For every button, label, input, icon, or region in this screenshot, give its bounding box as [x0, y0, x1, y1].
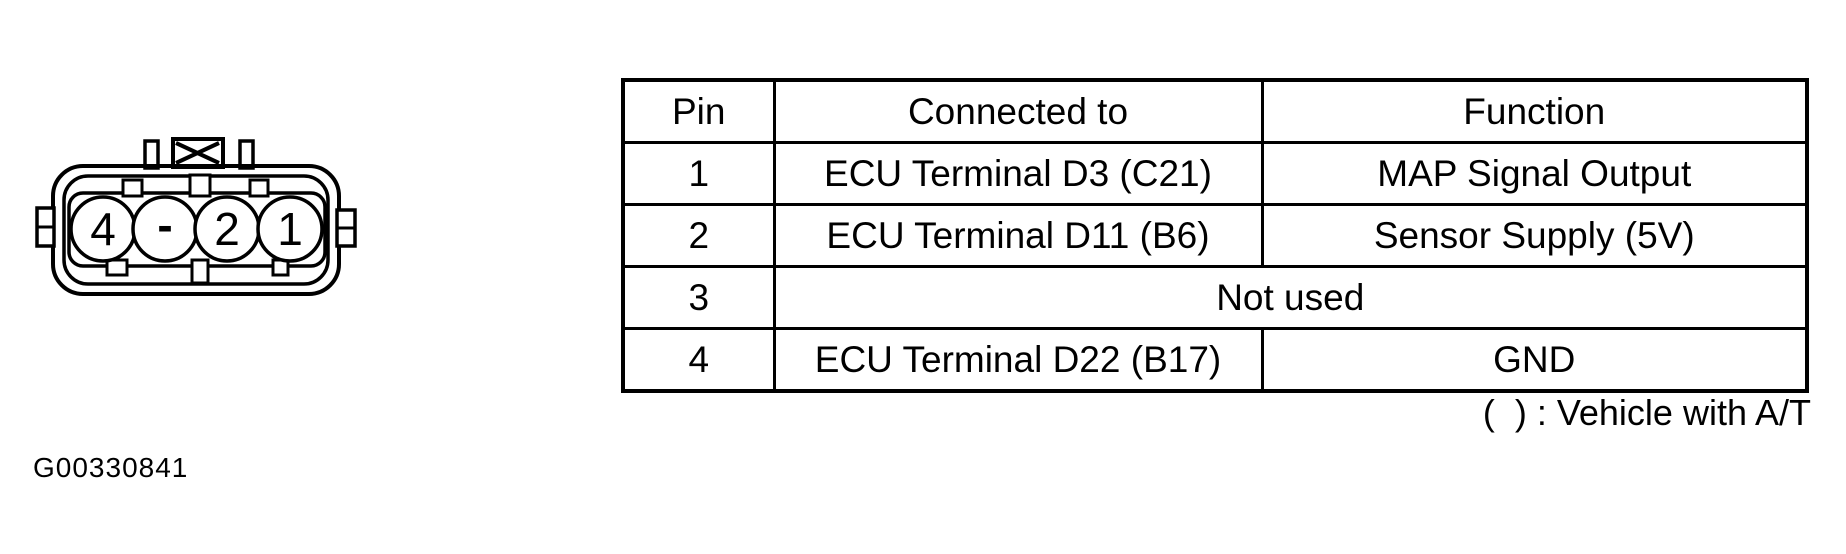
- table-row-pin-1: 1 ECU Terminal D3 (C21) MAP Signal Outpu…: [621, 141, 1809, 206]
- table-row-pin-3: 3 Not used: [621, 265, 1809, 330]
- cell-pin: 4: [621, 327, 776, 393]
- table-header-row: Pin Connected to Function: [621, 78, 1809, 144]
- cell-function: Sensor Supply (5V): [1260, 203, 1809, 268]
- figure-id: G00330841: [33, 452, 189, 483]
- pin-number-1: 1: [277, 203, 303, 255]
- pinout-table: Pin Connected to Function 1 ECU Terminal…: [621, 78, 1809, 393]
- cell-connected-to: ECU Terminal D11 (B6): [772, 203, 1264, 268]
- pin-circle-1: [256, 195, 324, 263]
- cell-connected-to: ECU Terminal D3 (C21): [772, 141, 1264, 206]
- cell-connected-to: ECU Terminal D22 (B17): [772, 327, 1264, 393]
- latch-cross-icon: [175, 141, 220, 165]
- table-row-pin-2: 2 ECU Terminal D11 (B6) Sensor Supply (5…: [621, 203, 1809, 268]
- cell-function: MAP Signal Output: [1260, 141, 1809, 206]
- keying-tab-top-left: [121, 178, 144, 198]
- col-header-pin: Pin: [621, 78, 776, 144]
- caption-note: ( ) : Vehicle with A/T: [1482, 392, 1811, 433]
- connector-svg: 4 - 2 1: [35, 137, 357, 296]
- keying-tab-bottom-center: [190, 258, 210, 285]
- col-header-function: Function: [1260, 78, 1809, 144]
- table-row-pin-4: 4 ECU Terminal D22 (B17) GND: [621, 327, 1809, 393]
- pin-number-dash: -: [157, 199, 172, 251]
- pin-number-4: 4: [90, 203, 116, 255]
- cell-not-used: Not used: [772, 265, 1809, 330]
- keying-tab-top-center: [188, 173, 212, 198]
- cell-function: GND: [1260, 327, 1809, 393]
- cell-pin: 3: [621, 265, 776, 330]
- connector-diagram: 4 - 2 1: [25, 103, 365, 308]
- latch-side-tab-right: [238, 139, 255, 170]
- pin-number-2: 2: [214, 203, 240, 255]
- cell-pin: 1: [621, 141, 776, 206]
- keying-tab-bottom-left: [105, 258, 129, 277]
- col-header-connected-to: Connected to: [772, 78, 1264, 144]
- keying-tab-top-right: [248, 178, 270, 198]
- cell-pin: 2: [621, 203, 776, 268]
- latch-side-tab-left: [143, 139, 160, 170]
